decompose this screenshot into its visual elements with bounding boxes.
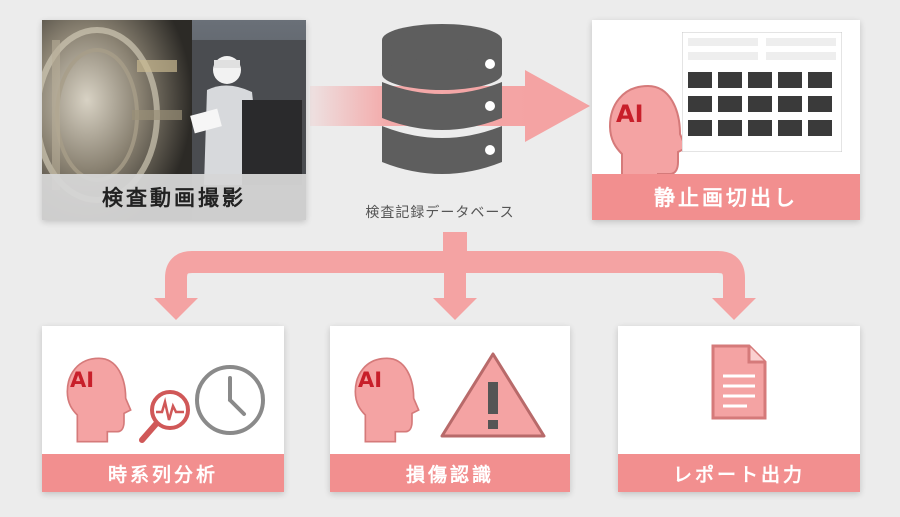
ai-badge: AI bbox=[358, 368, 383, 392]
damage-label: 損傷認識 bbox=[330, 454, 570, 492]
magnifier-waveform-icon bbox=[139, 390, 190, 443]
document-icon bbox=[711, 344, 767, 420]
database-caption: 検査記録データベース bbox=[365, 205, 515, 221]
database-icon bbox=[382, 24, 502, 174]
capture-card: 検査動画撮影 bbox=[42, 20, 306, 220]
ai-badge: AI bbox=[70, 368, 95, 392]
timeseries-card: AI 時系列分析 bbox=[42, 326, 284, 492]
report-label: レポート出力 bbox=[618, 454, 860, 492]
inspection-photo bbox=[42, 20, 306, 220]
frame-grid-screenshot bbox=[682, 32, 842, 152]
timeseries-label: 時系列分析 bbox=[42, 454, 284, 492]
ai-head-icon bbox=[354, 357, 420, 443]
ai-head-icon bbox=[66, 357, 132, 443]
report-card: レポート出力 bbox=[618, 326, 860, 492]
damage-card: AI 損傷認識 bbox=[330, 326, 570, 492]
extract-label: 静止画切出し bbox=[592, 174, 860, 220]
extract-card: AI 静止画切出し bbox=[592, 20, 860, 220]
clock-icon bbox=[195, 365, 265, 435]
capture-label: 検査動画撮影 bbox=[42, 174, 306, 220]
warning-icon bbox=[440, 352, 546, 438]
branch-arrows bbox=[154, 232, 756, 320]
ai-badge: AI bbox=[616, 100, 644, 128]
